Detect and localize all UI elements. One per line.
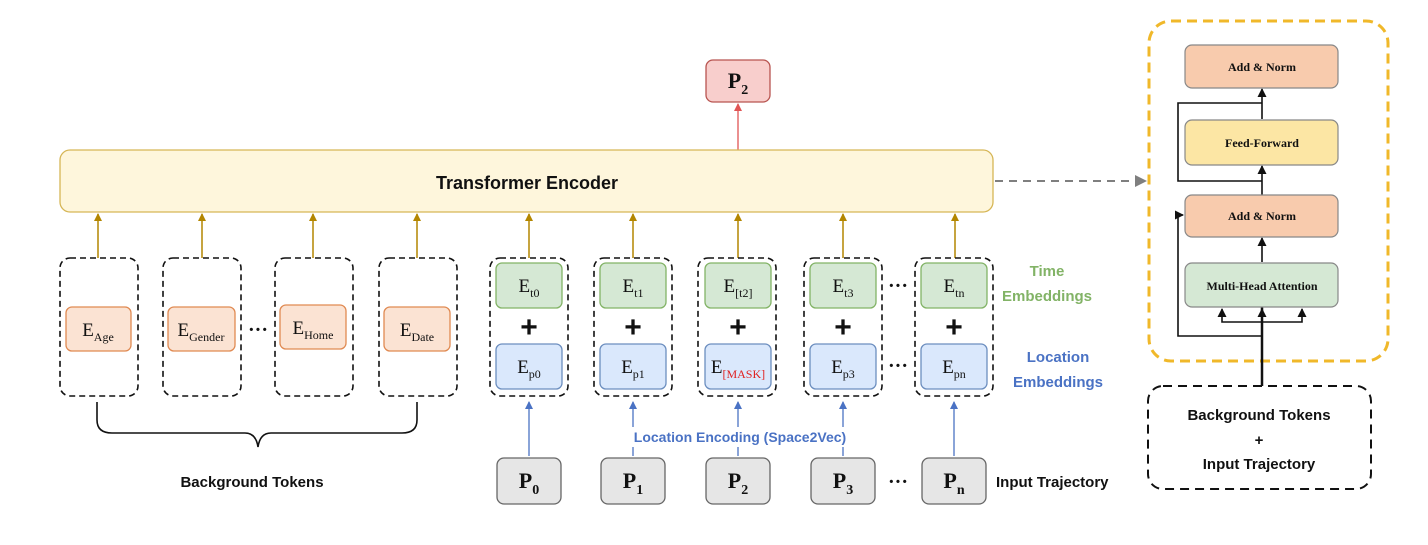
input-point-1: P1 — [600, 457, 666, 505]
mask-token: [MASK] — [722, 367, 765, 381]
time-embedding-n: Etn — [920, 262, 988, 309]
time-embeddings-label-line1: Time — [1030, 263, 1065, 280]
background-tokens-group — [59, 257, 458, 397]
svg-text:Add & Norm: Add & Norm — [1228, 209, 1296, 223]
input-trajectory-label: Input Trajectory — [996, 474, 1109, 491]
svg-text:Et3: Et3 — [833, 276, 854, 300]
background-embedding-gender: EGender — [167, 306, 236, 352]
time-embedding-1: Et1 — [599, 262, 667, 309]
time-embedding-3: Et3 — [809, 262, 877, 309]
detail-connectors — [1175, 88, 1307, 386]
multi-head-attention-block: Multi-Head Attention — [1184, 262, 1339, 308]
svg-text:EAge: EAge — [82, 320, 114, 344]
detail-input-box — [1147, 385, 1372, 490]
svg-text:Feed-Forward: Feed-Forward — [1225, 136, 1299, 150]
plus-sign-2: + — [729, 311, 747, 344]
detail-input-label-plus: + — [1255, 432, 1264, 449]
background-tokens-label: Background Tokens — [180, 474, 323, 491]
svg-text:Add & Norm: Add & Norm — [1228, 60, 1296, 74]
time-embedding-0: Et0 — [495, 262, 563, 309]
svg-text:Multi-Head Attention: Multi-Head Attention — [1207, 279, 1318, 293]
plus-sign-1: + — [624, 311, 642, 344]
time-embeddings-label-line2: Embeddings — [1002, 288, 1092, 305]
background-frame-age — [59, 257, 139, 397]
time-embedding-2: E[t2] — [704, 262, 772, 309]
plus-signs: + + + + + — [520, 311, 963, 344]
background-frame-home — [274, 257, 354, 397]
add-norm-bottom-block: Add & Norm — [1184, 194, 1339, 238]
trajectory-frame-2 — [697, 257, 777, 397]
location-embedding-n: Epn — [920, 343, 988, 390]
svg-text:E[t2]: E[t2] — [724, 276, 753, 300]
background-embedding-age: EAge — [65, 306, 132, 352]
location-row-dots: ··· — [888, 355, 908, 377]
svg-text:Et1: Et1 — [623, 276, 644, 300]
input-point-0: P0 — [496, 457, 562, 505]
output-token: P2 — [705, 59, 771, 103]
location-embeddings-label-line1: Location — [1027, 349, 1090, 366]
svg-text:Ep0: Ep0 — [517, 357, 541, 381]
add-norm-top-block: Add & Norm — [1184, 44, 1339, 89]
svg-text:P0: P0 — [519, 468, 539, 498]
trajectory-frames — [489, 257, 994, 397]
svg-text:Pn: Pn — [943, 468, 964, 498]
svg-text:P2: P2 — [728, 468, 748, 498]
residual-connection-2 — [1177, 102, 1262, 182]
side-labels: Time Embeddings Location Embeddings — [1002, 263, 1103, 391]
svg-text:Ep3: Ep3 — [831, 357, 855, 381]
svg-text:EHome: EHome — [293, 318, 334, 342]
svg-text:Etn: Etn — [944, 276, 965, 300]
location-embedding-mask: E[MASK] — [704, 343, 772, 390]
input-point-n: Pn — [921, 457, 987, 505]
plus-sign-3: + — [834, 311, 852, 344]
trajectory-frame-3 — [803, 257, 883, 397]
feed-forward-block: Feed-Forward — [1184, 119, 1339, 166]
location-embeddings-label-line2: Embeddings — [1013, 374, 1103, 391]
location-encoding-label-bg — [622, 427, 860, 447]
background-dots: ··· — [248, 319, 268, 341]
trajectory-frame-0 — [489, 257, 569, 397]
location-embedding-0: Ep0 — [495, 343, 563, 390]
background-brace — [96, 402, 418, 448]
svg-text:EGender: EGender — [178, 320, 225, 344]
svg-text:Ep1: Ep1 — [621, 357, 645, 381]
detail-input-label: Background Tokens + Input Trajectory — [1187, 407, 1330, 473]
transformer-encoder-block — [59, 149, 994, 213]
residual-connection-1 — [1175, 210, 1262, 337]
svg-text:P1: P1 — [623, 468, 643, 498]
background-frame-date — [378, 257, 458, 397]
location-embedding-1: Ep1 — [599, 343, 667, 390]
location-encoding-label: Location Encoding (Space2Vec) — [634, 429, 846, 445]
encoder-input-arrows — [94, 213, 959, 258]
trajectory-frame-1 — [593, 257, 673, 397]
location-embedding-3: Ep3 — [809, 343, 877, 390]
plus-sign-0: + — [520, 311, 538, 344]
trajectory-frame-n — [914, 257, 994, 397]
svg-text:E[MASK]: E[MASK] — [711, 357, 765, 381]
input-dots: ··· — [888, 471, 908, 493]
svg-text:P3: P3 — [833, 468, 853, 498]
svg-text:Et0: Et0 — [519, 276, 540, 300]
svg-text:Epn: Epn — [942, 357, 966, 381]
time-row-dots: ··· — [888, 275, 908, 297]
input-point-3: P3 — [810, 457, 876, 505]
background-embedding-home: EHome — [279, 304, 347, 350]
svg-text:P2: P2 — [728, 68, 748, 98]
attention-input-right — [1262, 308, 1307, 323]
background-frame-gender — [162, 257, 242, 397]
plus-sign-n: + — [945, 311, 963, 344]
detail-input-label-line2: Input Trajectory — [1203, 456, 1316, 473]
svg-text:EDate: EDate — [400, 320, 434, 344]
encoder-detail-panel — [1147, 19, 1390, 363]
attention-input-left — [1217, 308, 1262, 323]
detail-input-label-line1: Background Tokens — [1187, 407, 1330, 424]
background-embedding-date: EDate — [383, 306, 451, 352]
input-point-2: P2 — [705, 457, 771, 505]
transformer-encoder-label: Transformer Encoder — [436, 173, 618, 193]
